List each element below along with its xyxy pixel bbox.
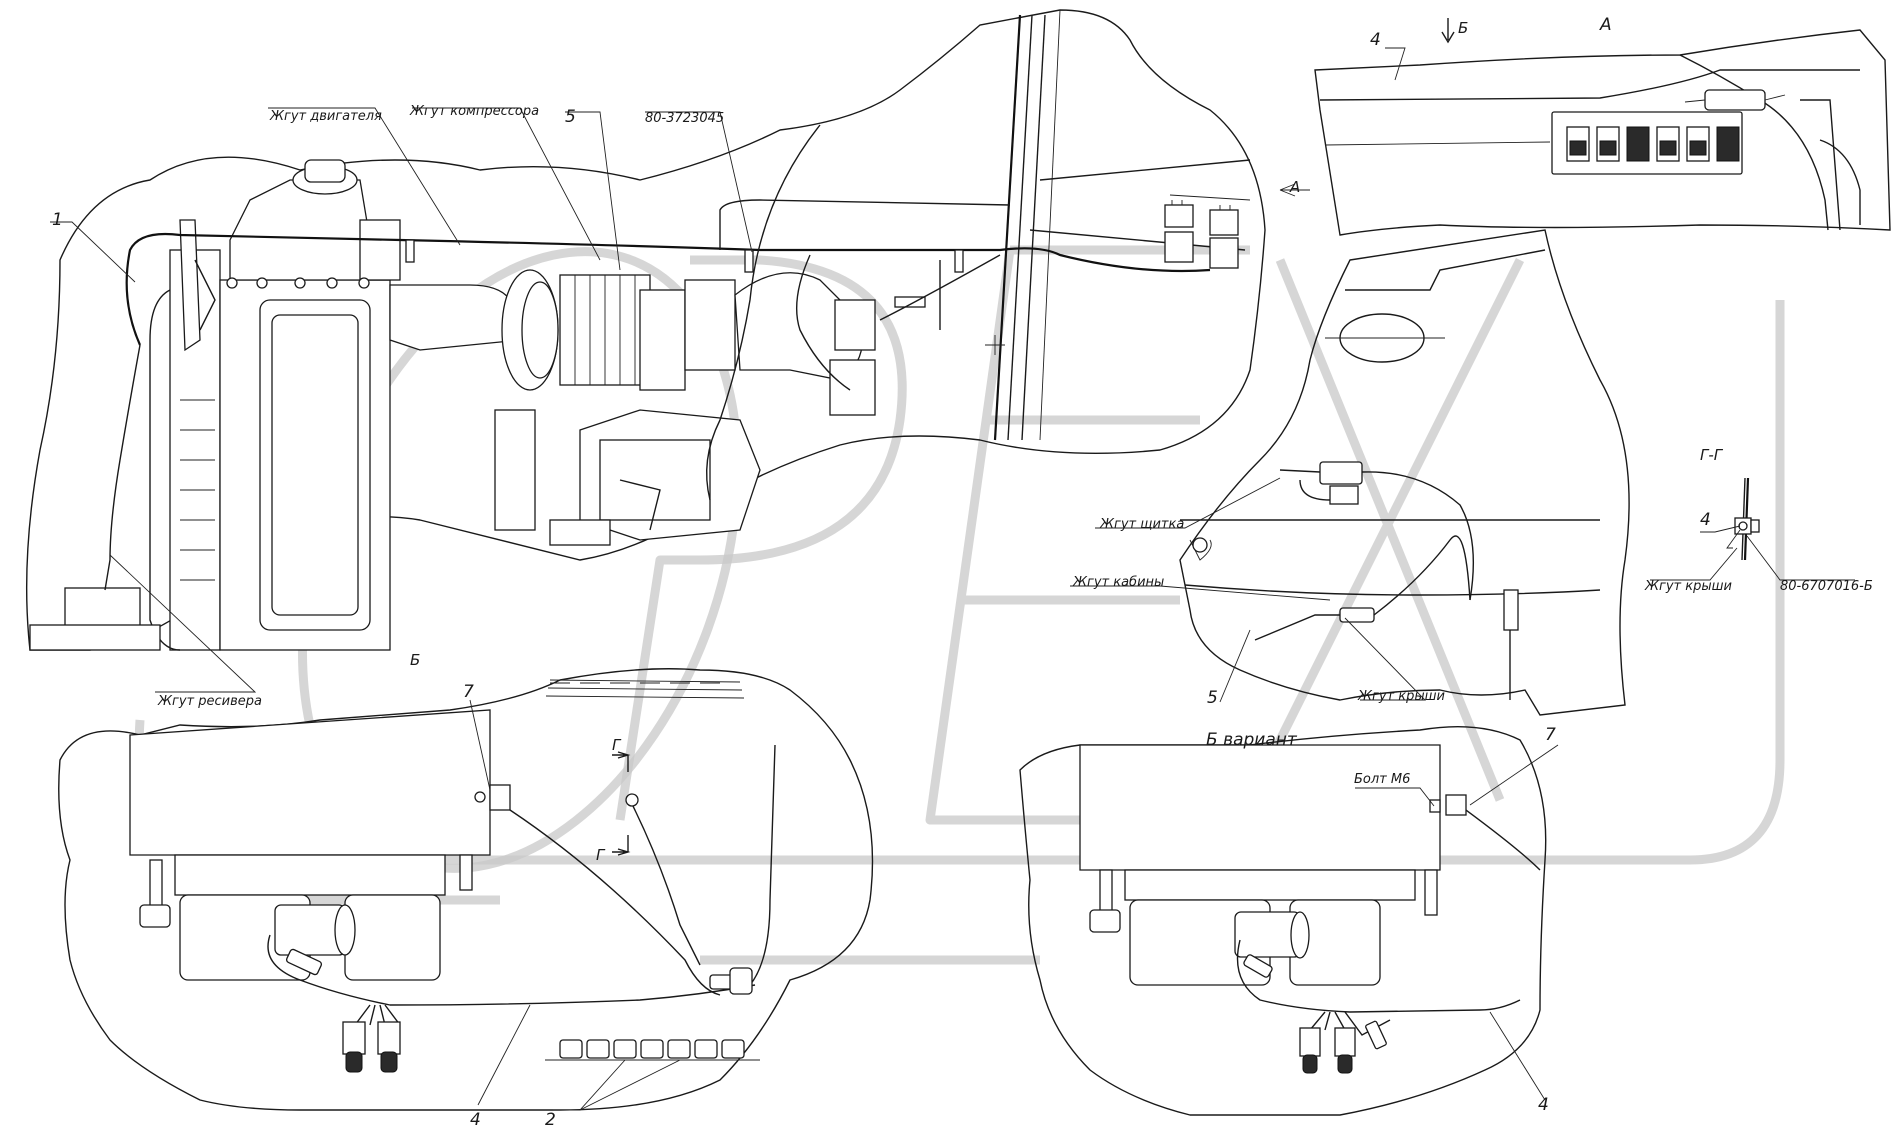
- label-cut-g-bottom: Г: [596, 846, 606, 864]
- leaders-b-left: [469, 699, 681, 1111]
- connector-icon: [1164, 194, 1251, 269]
- label-engine-harness: Жгут двигателя: [269, 109, 382, 124]
- leaders-cabin: [1070, 477, 1427, 703]
- bolt-icon: [226, 277, 370, 289]
- section-gg: [1650, 477, 1855, 581]
- label-view-b-top: Б: [1458, 19, 1468, 37]
- label-bolt-m6: Болт М6: [1354, 772, 1410, 787]
- switch-panel-icon: [1551, 111, 1743, 175]
- label-roof-harness-mid: Жгут крыши: [1357, 689, 1445, 704]
- view-b-left: [58, 668, 874, 1111]
- label-part-4-bottom-left: 4: [470, 1110, 481, 1130]
- label-variant-b: Б вариант: [1206, 730, 1298, 750]
- leaders-engine: [50, 107, 1310, 693]
- leaders-b-variant: [1355, 744, 1559, 1101]
- view-b-variant: [1019, 725, 1547, 1116]
- label-cab-harness: Жгут кабины: [1072, 575, 1164, 590]
- label-cut-g-top: Г: [612, 736, 622, 754]
- label-receiver-harness: Жгут ресивера: [157, 694, 262, 709]
- engine-view: [25, 9, 1266, 651]
- label-section-gg: Г-Г: [1700, 446, 1724, 464]
- label-part-number-top: 80-3723045: [645, 111, 724, 126]
- label-part-7-left: 7: [463, 682, 474, 702]
- label-part-4-bottom-right: 4: [1538, 1095, 1549, 1115]
- label-part-1: 1: [52, 210, 63, 230]
- view-a-panel: [1314, 18, 1891, 236]
- label-part-4-gg: 4: [1700, 510, 1711, 530]
- label-view-b-left: Б: [410, 651, 420, 669]
- label-part-number-gg: 80-6707016-Б: [1780, 579, 1873, 594]
- label-dashboard-harness: Жгут щитка: [1099, 517, 1184, 532]
- label-part-7-right: 7: [1545, 725, 1556, 745]
- label-part-5-top: 5: [565, 107, 576, 127]
- label-view-a-arrow: А: [1289, 178, 1300, 196]
- label-roof-harness-gg: Жгут крыши: [1644, 579, 1732, 594]
- label-part-2: 2: [545, 1110, 556, 1130]
- label-part-5-mid: 5: [1207, 688, 1218, 708]
- label-compressor-harness: Жгут компрессора: [409, 104, 539, 119]
- cabin-view: [1179, 229, 1630, 716]
- connector-icon: [559, 1039, 745, 1059]
- label-part-4-top: 4: [1370, 30, 1381, 50]
- compressor: [501, 269, 736, 391]
- label-view-a-title: А: [1599, 15, 1612, 35]
- labels: Жгут двигателя Жгут компрессора 5 80-372…: [52, 15, 1873, 1130]
